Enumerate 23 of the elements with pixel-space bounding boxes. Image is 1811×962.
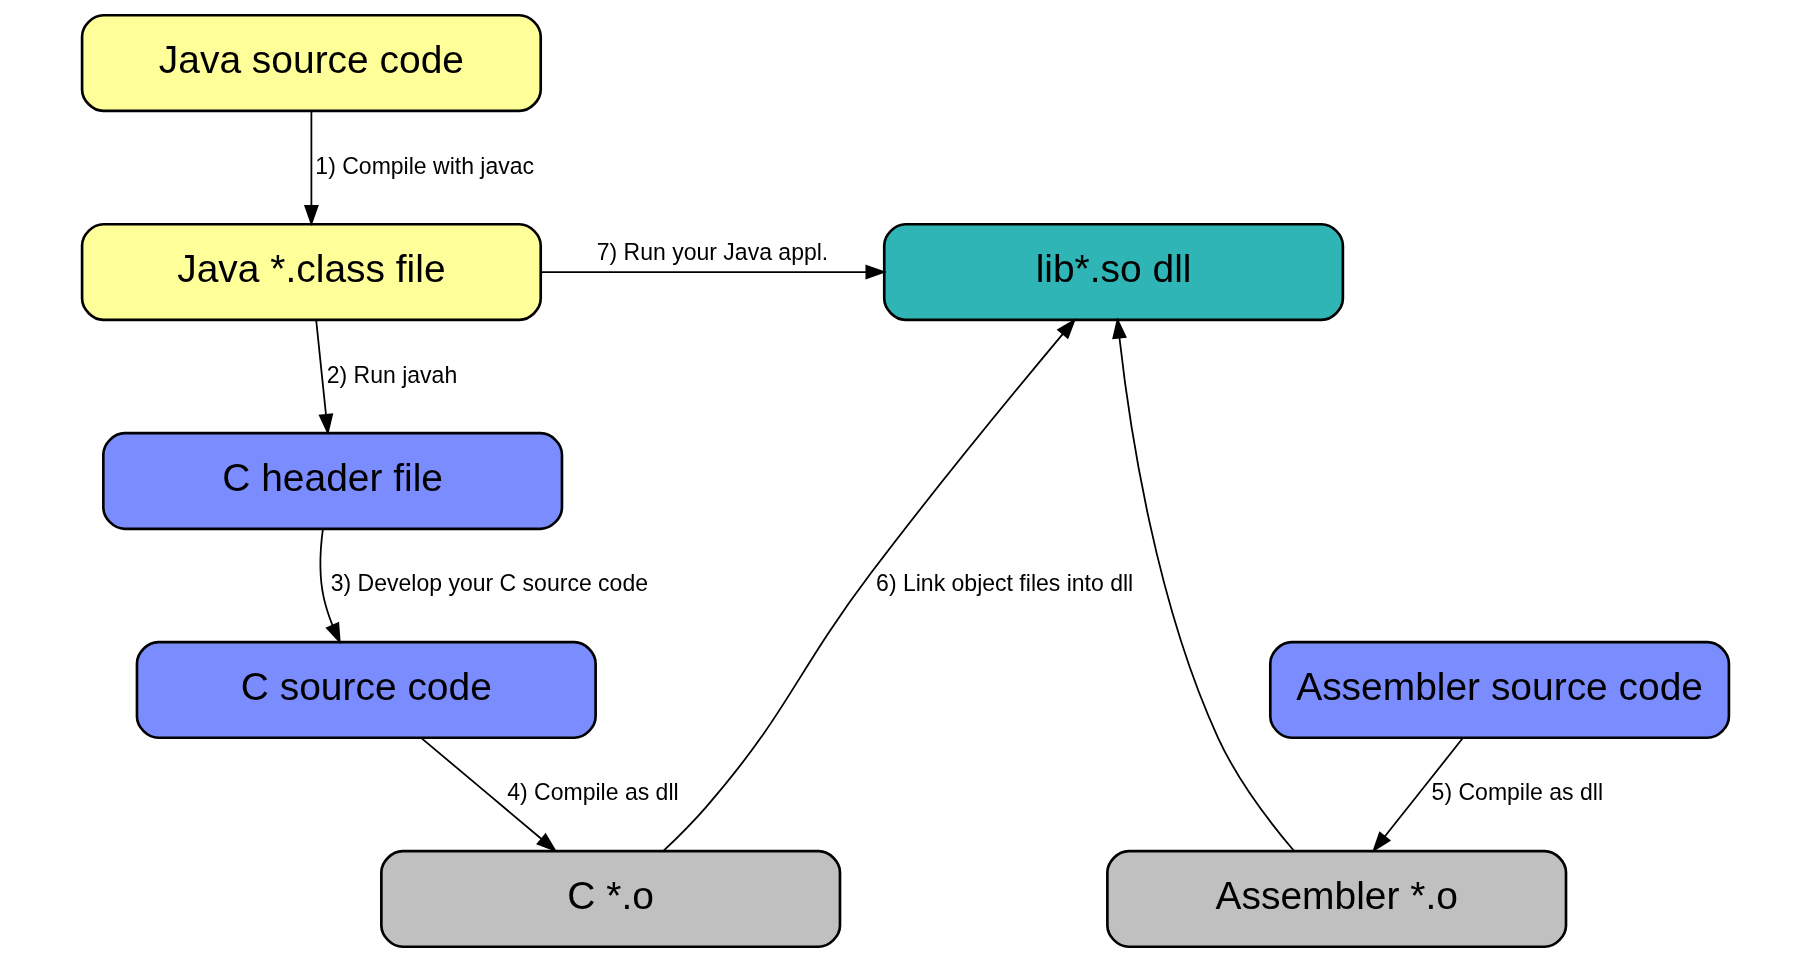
node-box: Java *.class file bbox=[80, 222, 543, 322]
edge-label: 2) Run javah bbox=[326, 361, 458, 388]
arrow bbox=[539, 264, 887, 280]
arrow bbox=[315, 319, 334, 436]
edge-label: 4) Compile as dll bbox=[507, 779, 679, 806]
arrow bbox=[1372, 736, 1464, 853]
edge-label: 1) Compile with javac bbox=[315, 152, 535, 179]
node-box: Java source code bbox=[80, 13, 543, 113]
arrow bbox=[319, 528, 341, 645]
node-box: Assembler source code bbox=[1268, 640, 1731, 740]
arrow bbox=[662, 318, 1077, 852]
edge-label: 3) Develop your C source code bbox=[330, 570, 648, 597]
edge-label: 6) Link object files into dll bbox=[876, 570, 1134, 597]
arrow bbox=[303, 110, 319, 227]
node-box: C *.o bbox=[380, 849, 842, 949]
arrow bbox=[420, 736, 558, 853]
arrow bbox=[1112, 317, 1295, 852]
node-box: C header file bbox=[102, 431, 564, 531]
edge-label: 5) Compile as dll bbox=[1431, 779, 1604, 806]
edge-label: 7) Run your Java appl. bbox=[596, 239, 829, 266]
node-box: C source code bbox=[135, 640, 597, 740]
node-box: Assembler *.o bbox=[1106, 849, 1568, 949]
node-box: lib*.so dll bbox=[882, 222, 1345, 322]
